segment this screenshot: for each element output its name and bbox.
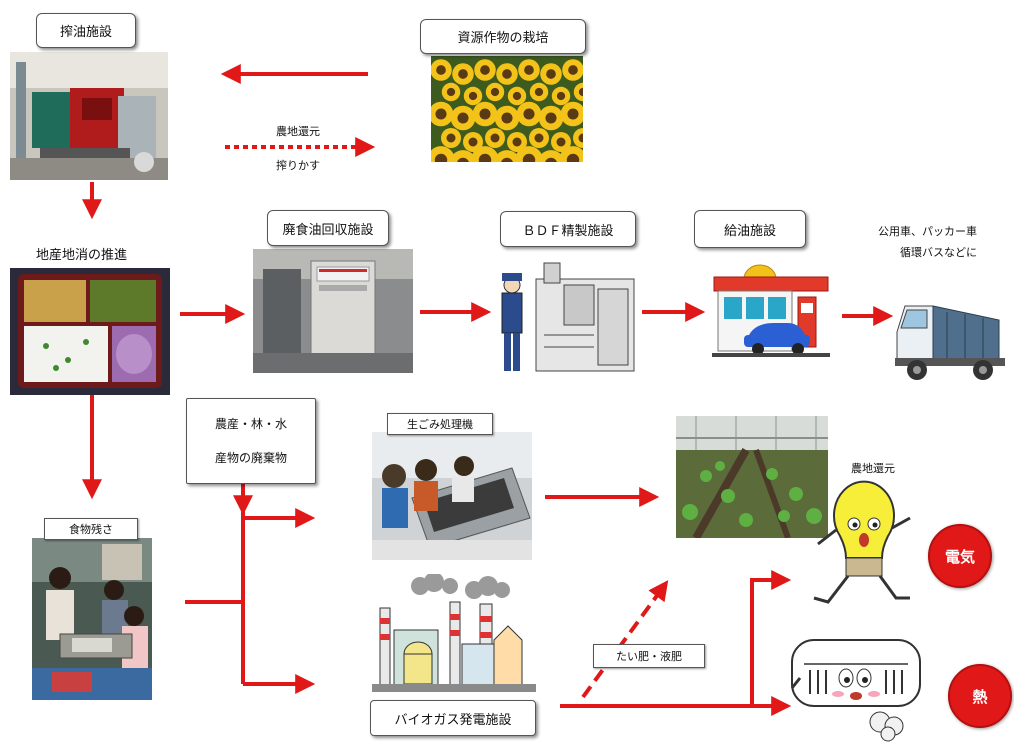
- air-conditioner-character: [788, 634, 924, 742]
- electricity-badge: 電気: [928, 524, 992, 588]
- bento-box-photo: [10, 268, 170, 395]
- children-sorting-food-photo: [32, 538, 152, 700]
- fuel-station-illustration: [712, 263, 830, 357]
- bdf-refining-label: ＢＤＦ精製施設: [500, 211, 636, 247]
- arrow-biogas-to-field-dashed: [581, 580, 669, 699]
- farmland-return-top-text: 農地還元: [276, 125, 320, 138]
- light-bulb-character: [806, 480, 922, 620]
- food-leftovers-label: 食物残さ: [44, 518, 138, 540]
- local-production-text: 地産地消の推進: [36, 248, 128, 263]
- garbage-processor-photo: [372, 432, 532, 560]
- fuel-station-label: 給油施設: [694, 210, 806, 248]
- garbage-truck-illustration: [893, 288, 1011, 390]
- heat-badge: 熱: [948, 664, 1012, 728]
- vehicles-text-line1: 公用車、パッカー車: [878, 225, 977, 238]
- garbage-processor-label: 生ごみ処理機: [387, 413, 493, 435]
- sunflower-field-photo: [431, 56, 583, 162]
- squeeze-residue-text: 搾りかす: [276, 159, 320, 172]
- bdf-refinery-illustration: [494, 255, 638, 379]
- waste-oil-collection-photo: [253, 249, 413, 373]
- biogas-plant-illustration: [370, 574, 538, 698]
- oil-press-photo: [10, 52, 168, 180]
- crop-cultivation-label: 資源作物の栽培: [420, 19, 586, 54]
- agri-waste-label: 農産・林・水 産物の廃棄物: [186, 398, 316, 484]
- waste-oil-collection-label: 廃食油回収施設: [267, 210, 389, 246]
- oil-press-label: 搾油施設: [36, 13, 136, 48]
- farmland-return-right-text: 農地還元: [851, 462, 895, 475]
- biogas-plant-label: バイオガス発電施設: [370, 700, 536, 736]
- arrow-biogas-to-outputs: [560, 570, 792, 708]
- vehicles-text-line2: 循環バスなどに: [900, 246, 977, 259]
- compost-label: たい肥・液肥: [593, 644, 705, 668]
- vegetable-field-photo: [676, 416, 828, 538]
